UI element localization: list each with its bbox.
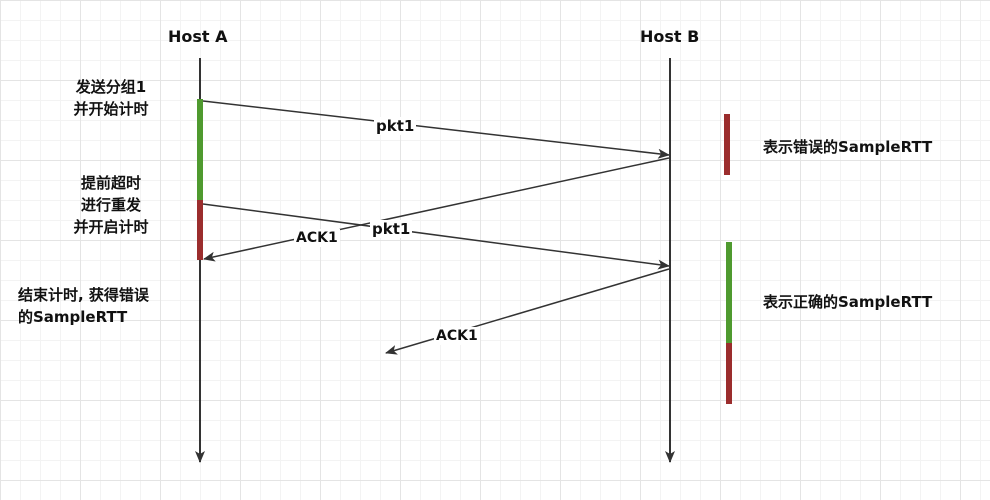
note-line: 结束计时, 获得错误	[18, 286, 149, 304]
ack1-first-label: ACK1	[294, 229, 340, 247]
note-line: 发送分组1	[75, 78, 147, 96]
ack1-second-label: ACK1	[434, 327, 480, 345]
ack1-first-arrow	[203, 157, 670, 262]
host-a-red-timer-bar	[197, 200, 203, 260]
host-b-label: Host B	[640, 27, 700, 46]
note-line: 的SampleRTT	[18, 308, 128, 326]
host-a-label: Host A	[168, 27, 228, 46]
legend-wrong-sample-rtt-label: 表示错误的SampleRTT	[763, 138, 933, 156]
stop-timer-wrong-sample-note: 结束计时, 获得错误 的SampleRTT	[18, 284, 149, 328]
legend-correct-red-segment	[726, 343, 732, 404]
note-line: 进行重发	[80, 196, 141, 214]
pkt1-resend-label: pkt1	[370, 220, 413, 238]
legend-correct-sample-rtt-label: 表示正确的SampleRTT	[763, 293, 933, 311]
pkt1-first-arrow	[202, 100, 670, 159]
note-line: 提前超时	[80, 174, 141, 192]
legend-wrong-sample-rtt-bar	[724, 114, 730, 175]
send-and-start-timer-note: 发送分组1 并开始计时	[52, 76, 170, 120]
pkt1-resend-arrow	[202, 203, 670, 270]
note-line: 并开启计时	[73, 218, 149, 236]
pkt1-first-label: pkt1	[374, 117, 417, 135]
host-a-green-timer-bar	[197, 99, 203, 200]
ack1-second-arrow	[385, 268, 670, 355]
note-line: 并开始计时	[73, 100, 149, 118]
early-timeout-resend-note: 提前超时 进行重发 并开启计时	[52, 172, 170, 238]
legend-correct-green-segment	[726, 242, 732, 343]
